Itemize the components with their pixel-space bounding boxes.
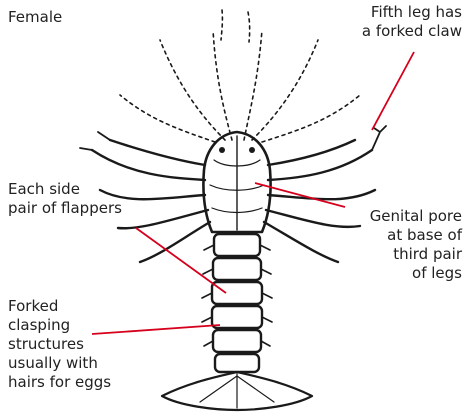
label-clasping-line-2: clasping: [8, 316, 111, 335]
abdomen: [202, 234, 272, 372]
label-genital-pore-line-2: at base of: [370, 226, 462, 245]
label-clasping-structures: Forked clasping structures usually with …: [8, 297, 111, 392]
label-side-flappers-line-1: Each side: [8, 180, 122, 199]
label-clasping-line-1: Forked: [8, 297, 111, 316]
leader-line-fifth-leg: [372, 52, 414, 130]
legs-right: [264, 126, 386, 262]
label-clasping-line-4: usually with: [8, 354, 111, 373]
label-clasping-line-5: hairs for eggs: [8, 373, 111, 392]
label-genital-pore-line-3: third pair: [370, 245, 462, 264]
title-text: Female: [8, 8, 62, 26]
label-genital-pore-line-1: Genital pore: [370, 207, 462, 226]
antennae: [120, 10, 360, 142]
diagram-title: Female: [8, 8, 62, 27]
label-genital-pore-line-4: of legs: [370, 264, 462, 283]
label-side-flappers-line-2: pair of flappers: [8, 199, 122, 218]
tail-fan: [162, 372, 312, 410]
label-fifth-leg: Fifth leg has a forked claw: [362, 3, 462, 41]
label-fifth-leg-line-1: Fifth leg has: [362, 3, 462, 22]
label-side-flappers: Each side pair of flappers: [8, 180, 122, 218]
label-genital-pore: Genital pore at base of third pair of le…: [370, 207, 462, 283]
label-fifth-leg-line-2: a forked claw: [362, 22, 462, 41]
label-clasping-line-3: structures: [8, 335, 111, 354]
carapace: [203, 132, 270, 232]
leader-line-clasping: [92, 325, 220, 334]
